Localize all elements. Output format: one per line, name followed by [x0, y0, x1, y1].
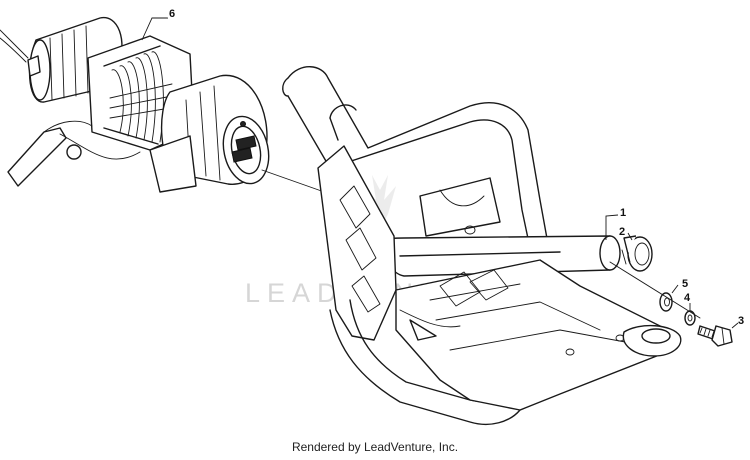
- lock-washer[interactable]: [684, 310, 696, 326]
- callout-3[interactable]: 3: [731, 315, 744, 329]
- callout-2[interactable]: 2: [619, 226, 633, 241]
- watermark-logo: [364, 175, 396, 230]
- svg-text:1: 1: [620, 207, 626, 219]
- callout-6[interactable]: 6: [141, 6, 180, 41]
- svg-text:4: 4: [684, 292, 691, 304]
- svg-text:6: 6: [169, 8, 175, 20]
- flat-washer[interactable]: [659, 292, 673, 312]
- winch[interactable]: [0, 17, 331, 195]
- front-bumper[interactable]: [282, 66, 682, 426]
- end-cap[interactable]: [621, 235, 653, 272]
- svg-text:3: 3: [738, 315, 744, 327]
- hex-bolt[interactable]: [697, 325, 733, 347]
- callout-5[interactable]: 5: [671, 278, 688, 294]
- callout-4[interactable]: 4: [684, 292, 691, 311]
- footer-credit: Rendered by LeadVenture, Inc.: [291, 440, 459, 454]
- callout-1[interactable]: 1: [605, 207, 626, 240]
- svg-text:2: 2: [619, 226, 625, 238]
- svg-text:5: 5: [682, 278, 688, 290]
